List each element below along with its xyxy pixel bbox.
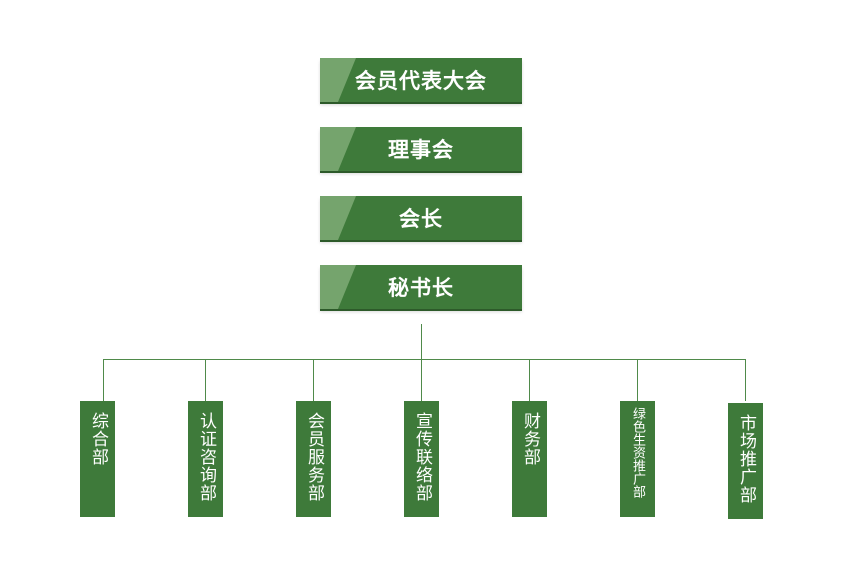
- branch-line: [313, 359, 314, 401]
- branch-line: [529, 359, 530, 401]
- dept-label: 宣传联络部: [412, 412, 432, 502]
- node-label: 会员代表大会: [355, 69, 487, 93]
- dept-label: 认证咨询部: [196, 412, 216, 502]
- node-label: 秘书长: [388, 276, 454, 300]
- dept-general: 综合部: [80, 401, 115, 517]
- node-secretary-general: 秘书长: [320, 265, 522, 309]
- dept-label: 市场推广部: [736, 414, 756, 504]
- horizontal-bus-line: [103, 359, 746, 360]
- dept-member-services: 会员服务部: [296, 401, 331, 517]
- branch-line: [205, 359, 206, 401]
- branch-line: [421, 359, 422, 401]
- dept-finance: 财务部: [512, 401, 547, 517]
- dept-market-promotion: 市场推广部: [728, 403, 763, 519]
- dept-label: 综合部: [88, 412, 108, 466]
- dept-green-inputs-promotion: 绿色生资推广部: [620, 401, 655, 517]
- dept-label: 会员服务部: [304, 412, 324, 502]
- branch-line: [637, 359, 638, 401]
- node-label: 理事会: [388, 138, 454, 162]
- dept-label: 绿色生资推广部: [630, 407, 645, 498]
- branch-line: [103, 359, 104, 401]
- node-label: 会长: [399, 207, 443, 231]
- dept-certification-consulting: 认证咨询部: [188, 401, 223, 517]
- dept-publicity-liaison: 宣传联络部: [404, 401, 439, 517]
- dept-label: 财务部: [520, 412, 540, 466]
- branch-line: [745, 359, 746, 401]
- trunk-line: [421, 324, 422, 360]
- node-member-congress: 会员代表大会: [320, 58, 522, 102]
- node-president: 会长: [320, 196, 522, 240]
- node-council: 理事会: [320, 127, 522, 171]
